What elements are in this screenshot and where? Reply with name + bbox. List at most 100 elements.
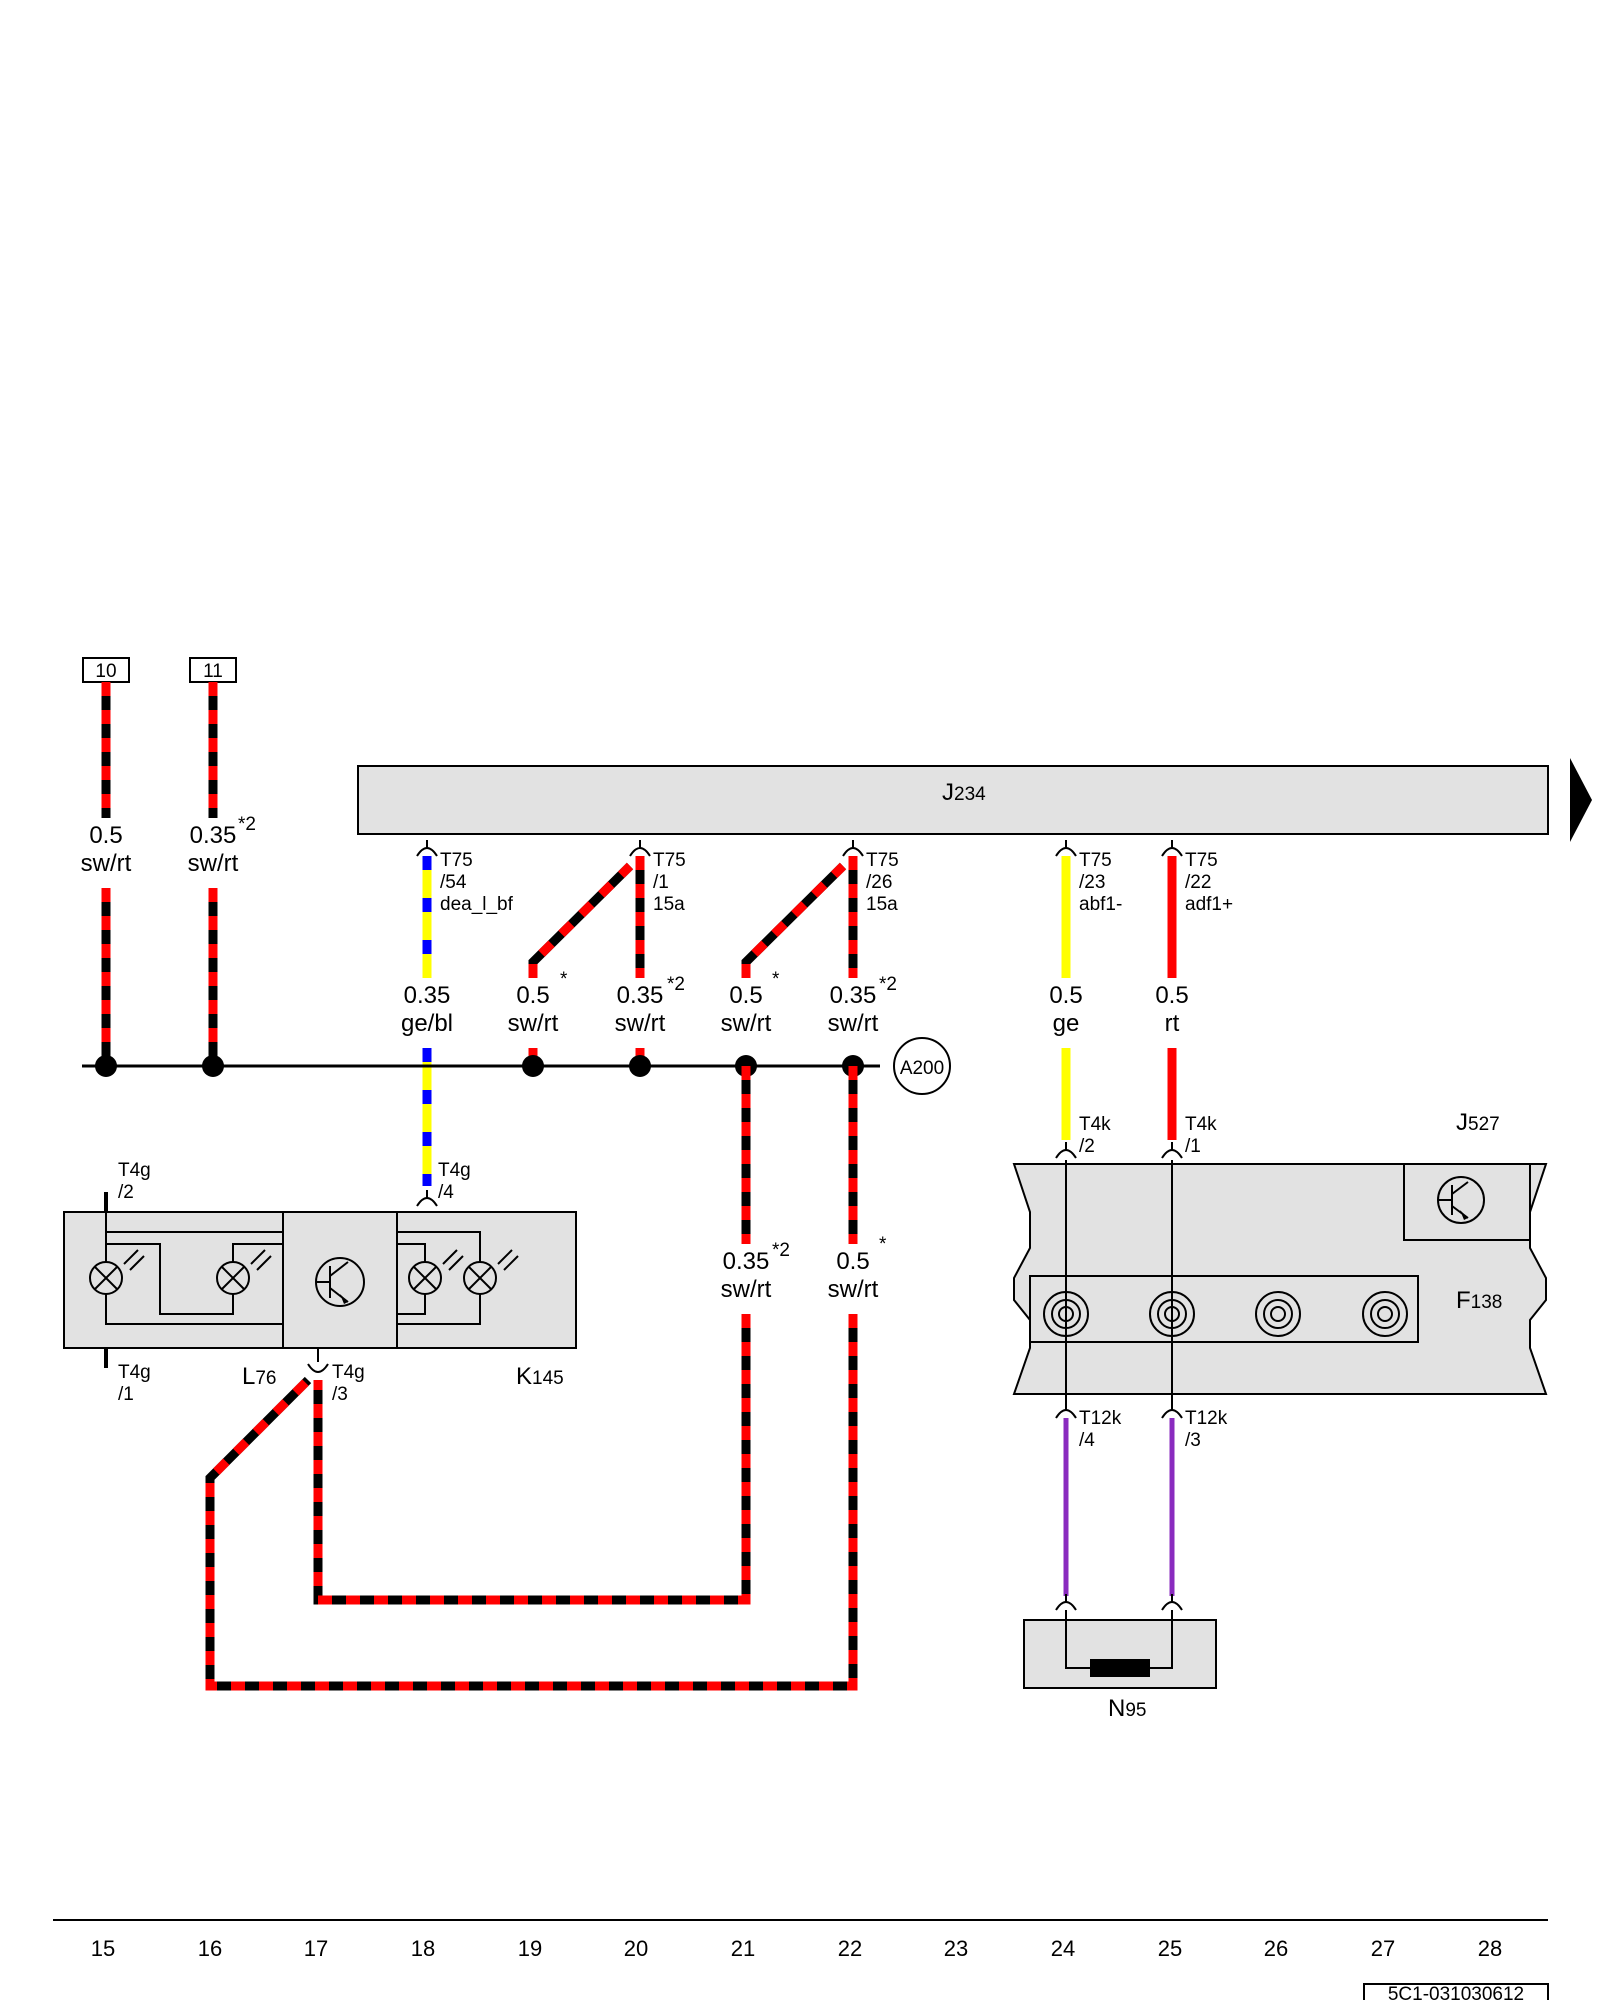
pin-t4k-2-hook: [1055, 1142, 1077, 1159]
wire-3-color: ge/bl: [401, 1010, 453, 1037]
footer-code: 5C1-031030612: [1388, 1984, 1524, 2000]
wire-6-color: sw/rt: [721, 1010, 772, 1037]
bus-junctions: [95, 1055, 864, 1077]
continuation-arrow-icon: [1570, 758, 1592, 842]
wire-2-size: 0.35: [190, 822, 237, 849]
terminal-10-label: 10: [95, 661, 116, 682]
airbag-wires[interactable]: [1063, 1418, 1175, 1596]
bulb-icon-4: [463, 1249, 519, 1295]
pin-t4k-1-num: /1: [1185, 1136, 1201, 1157]
wire-11-note: *: [879, 1234, 887, 1255]
wire-9-size: 0.5: [1155, 982, 1188, 1009]
pin-t75-23-conn: T75: [1079, 850, 1112, 871]
column-number: 28: [1478, 1936, 1502, 1961]
pin-t4g-3-num: /3: [332, 1384, 348, 1405]
wire-7-color: sw/rt: [828, 1010, 879, 1037]
wire-7-size: 0.35: [830, 982, 877, 1009]
pin-t4g-1-num: /1: [118, 1384, 134, 1405]
n95-pin-hooks: [1055, 1594, 1183, 1611]
pin-t75-26-conn: T75: [866, 850, 899, 871]
bulb-icon-2: [216, 1249, 272, 1295]
ground-point-a200[interactable]: [893, 1037, 951, 1095]
pin-t12k-3-conn: T12k: [1185, 1408, 1228, 1429]
wire-6[interactable]: [741, 862, 847, 978]
n95-internal-lines: [1065, 1610, 1173, 1669]
pin-t75-54-signal: dea_l_bf: [440, 894, 514, 915]
k145-label: K145: [516, 1363, 564, 1390]
pin-t75-26-num: /26: [866, 872, 892, 893]
wire-2-note: *2: [238, 814, 256, 835]
wire-9-color: rt: [1165, 1010, 1180, 1037]
pin-t12k-4-hook: [1055, 1402, 1077, 1419]
n95-label: N95: [1108, 1695, 1146, 1722]
column-number: 26: [1264, 1936, 1288, 1961]
column-number: 17: [304, 1936, 328, 1961]
wire-5-size: 0.35: [617, 982, 664, 1009]
column-number: 23: [944, 1936, 968, 1961]
f138-clockspring[interactable]: [1029, 1275, 1419, 1343]
pin-t75-23-signal: abf1-: [1079, 894, 1122, 915]
pin-t4g-1-conn: T4g: [118, 1362, 151, 1383]
wire-4-note: *: [560, 969, 568, 990]
wire-7-note: *2: [879, 974, 897, 995]
pin-t4k-2-conn: T4k: [1079, 1114, 1111, 1135]
pin-t75-26-signal: 15a: [866, 894, 898, 915]
wire-5-note: *2: [667, 974, 685, 995]
l76-label: L76: [242, 1363, 277, 1390]
pin-t12k-3-num: /3: [1185, 1430, 1201, 1451]
wire-10-size: 0.35: [723, 1248, 770, 1275]
pin-t4g-4-conn: T4g: [438, 1160, 471, 1181]
pin-t4k-2-num: /2: [1079, 1136, 1095, 1157]
f138-label: F138: [1456, 1287, 1502, 1314]
wire-6-size: 0.5: [729, 982, 762, 1009]
pin-t4g-2-conn: T4g: [118, 1160, 151, 1181]
column-number: 22: [838, 1936, 862, 1961]
wire-8-size: 0.5: [1049, 982, 1082, 1009]
wire-2-color: sw/rt: [188, 850, 239, 877]
wire-4-color: sw/rt: [508, 1010, 559, 1037]
column-number: 21: [731, 1936, 755, 1961]
pin-t4g-3-conn: T4g: [332, 1362, 365, 1383]
n95-igniter[interactable]: [1023, 1619, 1217, 1689]
footer-code-box: [1363, 1983, 1549, 2000]
column-number: 25: [1158, 1936, 1182, 1961]
column-number: 15: [91, 1936, 115, 1961]
bulb-icon-1: [89, 1249, 145, 1295]
igniter-resistor-icon: [1090, 1659, 1150, 1677]
pin-t75-22-signal: adf1+: [1185, 894, 1233, 915]
j527-label: J527: [1456, 1109, 1500, 1136]
wire-11-size: 0.5: [836, 1248, 869, 1275]
wire-10-color: sw/rt: [721, 1276, 772, 1303]
column-number: 20: [624, 1936, 648, 1961]
transistor-icon: [315, 1257, 365, 1307]
pin-t4k-1-conn: T4k: [1185, 1114, 1217, 1135]
pin-t75-1-num: /1: [653, 872, 669, 893]
ground-point-a200-label: A200: [900, 1058, 944, 1079]
wire-10[interactable]: [313, 1066, 751, 1605]
wire-1-color: sw/rt: [81, 850, 132, 877]
column-number: 24: [1051, 1936, 1075, 1961]
pin-t12k-4-num: /4: [1079, 1430, 1095, 1451]
column-number: 27: [1371, 1936, 1395, 1961]
column-number: 19: [518, 1936, 542, 1961]
j527-transistor-icon: [1437, 1176, 1485, 1224]
wire-11-color: sw/rt: [828, 1276, 879, 1303]
bulb-icon-3: [408, 1249, 464, 1295]
pin-t4g-2-num: /2: [118, 1182, 134, 1203]
wire-11[interactable]: [205, 1066, 858, 1691]
column-number: 18: [411, 1936, 435, 1961]
pin-t4g-4-hook: [416, 1190, 438, 1207]
pin-t12k-3-hook: [1161, 1402, 1183, 1419]
pin-t75-1-conn: T75: [653, 850, 686, 871]
pin-t75-54-conn: T75: [440, 850, 473, 871]
column-number: 16: [198, 1936, 222, 1961]
wire-6-note: *: [772, 969, 780, 990]
j234-module[interactable]: [357, 765, 1549, 835]
pin-t12k-4-conn: T12k: [1079, 1408, 1122, 1429]
wire-8-color: ge: [1053, 1010, 1080, 1037]
wire-10-note: *2: [772, 1240, 790, 1261]
pin-t4g-3-hook: [307, 1363, 329, 1373]
pin-t75-23-num: /23: [1079, 872, 1105, 893]
pin-t75-1-signal: 15a: [653, 894, 685, 915]
